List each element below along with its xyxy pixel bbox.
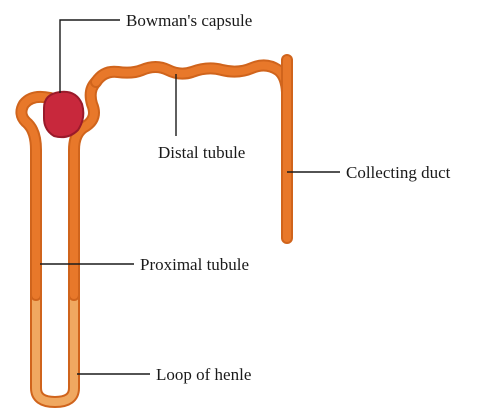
bowmans-capsule-shape [44,92,83,137]
distal-tubule-fill [96,65,287,92]
label-collecting-duct: Collecting duct [346,163,451,182]
label-loop-of-henle: Loop of henle [156,365,251,384]
label-distal-tubule: Distal tubule [158,143,245,162]
loop-of-henle-tube [36,292,74,402]
distal-tubule-segment [96,65,287,92]
label-bowmans-capsule: Bowman's capsule [126,11,252,30]
label-proximal-tubule: Proximal tubule [140,255,249,274]
bowmans-capsule-body [44,92,83,137]
loop-of-henle-segment [36,292,74,402]
